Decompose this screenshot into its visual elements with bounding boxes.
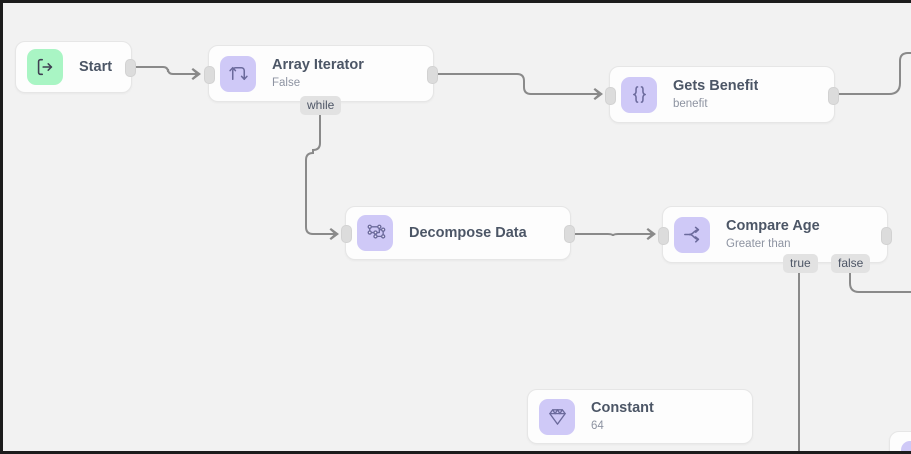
node-text: Decompose Data — [409, 224, 527, 242]
node-title: Array Iterator — [272, 56, 364, 73]
node-title: Decompose Data — [409, 224, 527, 241]
edge-array-iterator-while-to-decompose — [305, 111, 337, 235]
edge-array-iterator-to-gets-benefit — [437, 73, 601, 95]
node-decompose-data[interactable]: Decompose Data — [341, 206, 575, 260]
edge-decompose-to-compare-age — [574, 233, 654, 237]
node-constant[interactable]: Constant 64 — [527, 389, 753, 444]
output-port[interactable] — [427, 66, 438, 84]
node-gets-benefit[interactable]: Gets Benefit benefit — [605, 66, 839, 123]
arrowhead-icon — [646, 228, 656, 240]
input-port[interactable] — [204, 66, 215, 84]
output-port[interactable] — [881, 227, 892, 245]
node-title: Start — [79, 58, 113, 75]
node-start[interactable]: Start — [15, 41, 136, 93]
node-text: Compare Age Greater than — [726, 217, 820, 253]
node-icon-partial — [901, 440, 911, 451]
node-title: Constant — [591, 399, 654, 416]
node-subtitle: benefit — [673, 97, 708, 110]
edge-gets-benefit-out-offscreen — [838, 52, 911, 95]
edge-start-to-array-iterator — [135, 66, 199, 75]
node-title: Gets Benefit — [673, 77, 759, 94]
input-port[interactable] — [341, 225, 352, 243]
output-port[interactable] — [564, 225, 575, 243]
input-port[interactable] — [605, 87, 616, 105]
node-compare-age[interactable]: Compare Age Greater than — [658, 206, 892, 263]
edge-label-false[interactable]: false — [831, 254, 871, 273]
node-array-iterator[interactable]: Array Iterator False — [204, 45, 438, 102]
node-title: Compare Age — [726, 217, 820, 234]
branch-split-icon — [674, 216, 710, 253]
input-port[interactable] — [658, 227, 669, 245]
arrowhead-icon — [593, 88, 603, 100]
edge-label-while[interactable]: while — [300, 96, 342, 115]
node-text: Constant 64 — [591, 399, 654, 435]
node-text: Array Iterator False — [272, 56, 364, 92]
curly-braces-icon — [621, 76, 657, 113]
node-subtitle: False — [272, 76, 301, 89]
node-subtitle: Greater than — [726, 237, 791, 250]
node-text: Start — [79, 58, 112, 76]
output-port[interactable] — [125, 59, 136, 77]
node-subtitle: 64 — [591, 419, 604, 432]
loop-arrows-icon — [220, 55, 256, 92]
gem-diamond-icon — [539, 398, 575, 435]
enter-arrow-icon — [27, 49, 63, 85]
node-text: Gets Benefit benefit — [673, 77, 758, 113]
node-offscreen-partial[interactable] — [889, 431, 911, 451]
output-port[interactable] — [828, 87, 839, 105]
node-graph-icon — [357, 215, 393, 251]
edge-label-true[interactable]: true — [783, 254, 818, 273]
arrowhead-icon — [191, 68, 201, 80]
arrowhead-icon — [329, 228, 339, 240]
